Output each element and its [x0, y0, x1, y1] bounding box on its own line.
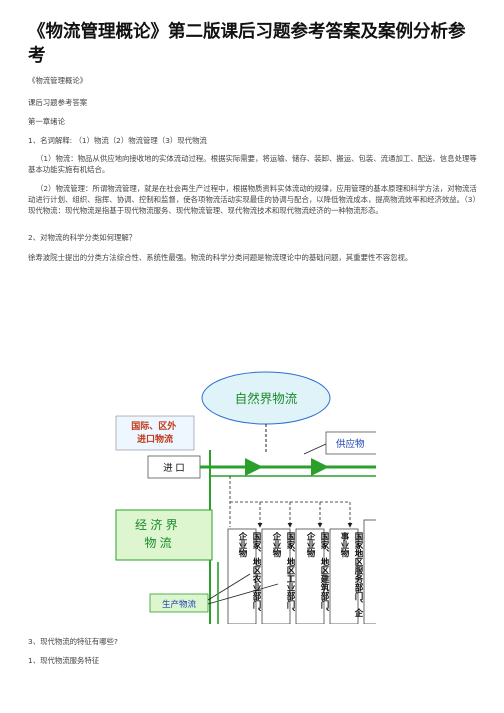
import-label: 进 口	[163, 463, 185, 474]
economy-line-2: 物 流	[144, 536, 171, 550]
sector-column-agriculture	[227, 528, 257, 624]
economy-logistics-label: 经 济 界 物 流	[135, 517, 181, 550]
question-3-item-1: 1、现代物流服务特征	[28, 656, 100, 665]
sector-label-agriculture: 国家、地区农业部门、企业物	[237, 532, 261, 617]
international-import-label: 国际、区外 进口物流	[131, 420, 179, 444]
question-3: 3、现代物流的特征有哪些?	[28, 637, 118, 646]
question-2: 2、对物流的科学分类如何理解？	[28, 233, 137, 242]
supply-box	[325, 431, 376, 455]
sector-label-industry: 国家、地区工业部门、企业物	[271, 532, 295, 617]
production-logistics-box	[149, 593, 209, 613]
chapter-heading: 第一章绪论	[28, 117, 65, 126]
answers-heading: 课后习题参考答案	[28, 98, 88, 107]
logistics-diagram: 自然界物流 国际、区外 进口物流 进 口 供应物	[100, 352, 376, 624]
sector-column-industry	[261, 528, 291, 624]
sector-label-construction: 国家、地区建筑部门、企业物	[305, 532, 329, 617]
intl-line-1: 国际、区外	[131, 420, 176, 431]
document-title: 《物流管理概论》第二版课后习题参考答案及案例分析参考	[28, 22, 466, 66]
supply-label: 供应物	[336, 438, 365, 450]
economy-logistics-box	[115, 509, 213, 561]
sector-columns	[227, 519, 376, 624]
production-logistics-label: 生产物流	[162, 599, 197, 609]
question-1: 1、名词解释: （1）物流（2）物流管理（3）现代物流	[28, 136, 207, 145]
natural-logistics-label: 自然界物流	[235, 391, 298, 406]
international-import-box	[115, 415, 195, 451]
answer-1-1: （1）物流：物品从供应地向接收地的实体流动过程。根据实际需要，将运输、储存、装卸…	[28, 154, 477, 174]
sector-column-services	[329, 528, 359, 624]
book-title: 《物流管理概论》	[28, 76, 88, 85]
sector-label-services: 国家地区服务部门、企事业物	[339, 532, 363, 617]
intl-line-2: 进口物流	[137, 433, 173, 444]
sector-column-construction	[295, 528, 325, 624]
economy-line-1: 经 济 界	[135, 517, 178, 532]
answer-1-2: （2）物流管理：所谓物流管理，就是在社会再生产过程中，根据物质资料实体流动的规律…	[28, 184, 480, 215]
answer-2: 徐寿波院士提出的分类方法综合性、系统性最强。物流的科学分类问题是物流理论中的基础…	[28, 253, 413, 262]
